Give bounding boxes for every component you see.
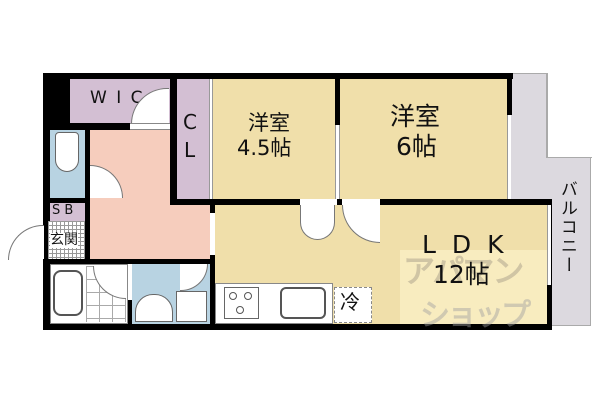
- outer-wall-left: [43, 130, 50, 330]
- wall: [128, 300, 132, 326]
- room-cl: [177, 79, 209, 199]
- outer-wall-bottom: [43, 324, 550, 330]
- wall: [170, 73, 177, 205]
- closet-sliding-door[interactable]: [209, 79, 213, 199]
- outer-wall-left: [43, 73, 50, 133]
- room-hall-ext: [170, 205, 210, 260]
- western-room-2-size: 6帖: [396, 132, 437, 161]
- balcony-edge: [547, 73, 548, 158]
- wall: [50, 123, 130, 130]
- wall: [85, 130, 90, 260]
- western-room-2-name: 洋室: [390, 102, 441, 131]
- refrigerator-label: 冷: [340, 290, 360, 314]
- room-sb: [50, 203, 85, 221]
- toilet-icon: [55, 132, 79, 172]
- wall: [50, 198, 90, 203]
- ldk-watermark-area: [400, 250, 547, 324]
- burner-icon: [244, 292, 252, 300]
- watermark-line1: アパマン: [403, 252, 524, 290]
- door-gap: [342, 199, 380, 205]
- watermark-line2: ショップ: [420, 298, 531, 333]
- room-western-6: [340, 79, 507, 199]
- balcony-window[interactable]: [547, 205, 551, 285]
- ldk-name: L D K: [422, 230, 508, 259]
- wall: [43, 259, 215, 264]
- balcony-edge: [547, 157, 592, 158]
- stove-icon: [224, 287, 259, 319]
- window: [507, 115, 511, 199]
- door-gap: [300, 199, 338, 205]
- wall: [335, 73, 340, 125]
- burner-icon: [229, 292, 237, 300]
- room-western-4-5: [213, 79, 335, 199]
- washing-machine-icon: [176, 291, 207, 322]
- western-room-1-size: 4.5帖: [237, 136, 292, 160]
- wall: [507, 73, 512, 115]
- western-room-1-name: 洋室: [248, 111, 290, 135]
- ldk-size: 12帖: [433, 260, 490, 289]
- sb-label: S B: [52, 203, 74, 218]
- cl-label-c: C: [183, 110, 197, 134]
- western-room-1-door[interactable]: [300, 205, 335, 240]
- partition-sliding-door[interactable]: [335, 125, 340, 199]
- wall: [210, 205, 215, 325]
- wall: [337, 199, 342, 205]
- wall: [170, 199, 300, 205]
- door-gap: [210, 213, 215, 255]
- refrigerator-space: [334, 287, 372, 323]
- cl-label-l: L: [184, 138, 196, 162]
- burner-icon: [236, 306, 244, 314]
- wall: [50, 79, 70, 133]
- wall: [380, 199, 550, 205]
- entrance-door[interactable]: [8, 225, 44, 260]
- genkan-label: 玄関: [50, 232, 78, 248]
- washbasin-icon: [135, 294, 173, 322]
- outer-wall-top: [43, 73, 513, 79]
- bathtub-icon: [53, 270, 83, 316]
- wic-door-frame: [130, 123, 170, 130]
- balcony-label: バルコニー: [556, 180, 577, 275]
- wic-label: W I C: [90, 88, 145, 108]
- sink-icon: [280, 287, 326, 319]
